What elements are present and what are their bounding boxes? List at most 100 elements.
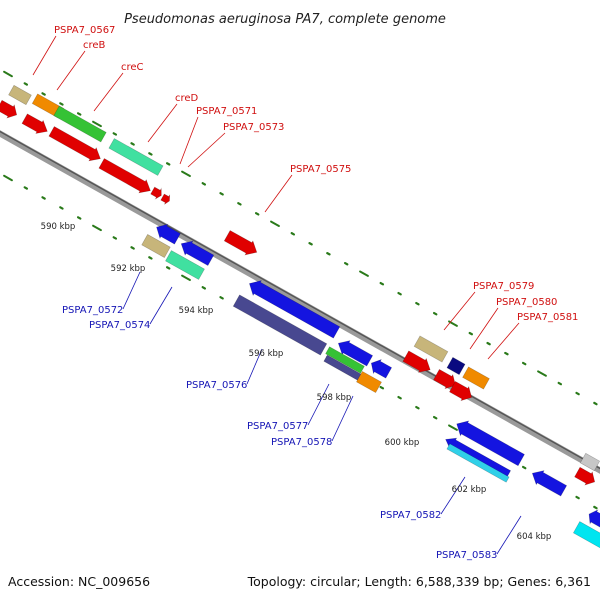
gene-label-forward: PSPA7_0579 [473,281,534,292]
tick-mark [537,370,547,377]
gene-layer [0,84,600,553]
tick-mark [397,291,402,296]
gene-bar-pspa7-0572 [141,233,171,259]
kbp-label: 594 kbp [179,306,214,316]
tick-mark [575,391,580,396]
tick-mark [76,112,82,116]
backbone-layer [0,130,600,474]
tick-mark [59,102,64,106]
tick-mark [343,261,349,266]
gene-arrow-rev-c [249,280,341,339]
gene-label-reverse: PSPA7_0574 [89,320,150,331]
label-leader [179,116,199,165]
gene-arrow-pspa7-0580 [433,368,456,390]
gene-arrow-rev-f [456,420,525,467]
tick-mark [254,212,260,216]
label-leader [440,476,466,515]
gene-label-forward: PSPA7_0571 [196,106,257,117]
backbone-line [0,130,600,474]
tick-mark [468,331,474,336]
gene-bar-pspa7-0578 [356,370,382,394]
tick-mark [148,152,153,156]
label-leader [122,271,141,310]
label-leader [443,291,476,331]
leader-layer [32,35,522,555]
map-title: Pseudomonas aeruginosa PA7, complete gen… [124,12,446,27]
tick-mark [432,415,438,420]
tick-mark [201,286,207,290]
gene-arrow-pspa7-0579 [402,350,431,373]
label-leader [487,322,520,360]
label-leader [149,286,173,325]
gene-label-forward: creB [83,40,106,51]
gene-arrow-rev-b [180,240,215,266]
gene-arrow-pspa7-0581 [449,380,472,402]
kbp-label: 590 kbp [41,222,76,232]
gene-label-reverse: PSPA7_0577 [247,421,308,432]
tick-mark [486,341,491,346]
kbp-label: 598 kbp [317,393,352,403]
tick-mark [112,236,118,240]
tick-mark [76,216,82,220]
kbp-label: 600 kbp [385,438,420,448]
tick-mark [308,242,313,246]
gene-bar-pspa7-0579 [413,335,449,363]
tick-mark [593,401,598,406]
tick-mark [165,162,171,166]
gene-arrow-cred [98,158,151,194]
gene-label-forward: PSPA7_0575 [290,164,351,175]
gene-arrow-edge-a [574,466,596,486]
tick-mark [165,266,171,270]
kbp-label: 592 kbp [111,264,146,274]
gene-label-forward: PSPA7_0580 [496,297,557,308]
backbone-edge [0,130,600,470]
gene-bar-pspa7-0582 [446,443,510,483]
gene-label-reverse: PSPA7_0582 [380,510,441,521]
label-leader [469,307,499,350]
tick-mark [237,202,242,206]
tick-mark [379,385,385,390]
gene-label-forward: PSPA7_0581 [517,312,578,323]
tick-mark [201,182,207,186]
label-leader [93,72,124,112]
label-layer: 590 kbp 592 kbp 594 kbp 596 kbp 598 kbp 600 k… [41,25,579,561]
tick-mark [504,351,509,356]
gene-arrow-pspa7-0567 [0,99,18,119]
label-leader [56,50,86,91]
tick-mark [521,465,527,470]
tick-mark [557,381,563,386]
tick-mark [92,224,102,232]
tick-mark [41,92,46,96]
gene-bar-crec [53,105,107,143]
tick-mark [270,220,280,227]
tick-mark [432,311,438,316]
gene-label-reverse: PSPA7_0583 [436,550,497,561]
gene-bar-pspa7-0580 [446,356,466,376]
gene-bar-pspa7-0576 [232,294,328,356]
tick-mark [379,281,385,286]
kbp-label: 604 kbp [517,532,552,542]
gene-label-forward: PSPA7_0567 [54,25,115,36]
gene-label-forward: PSPA7_0573 [223,122,284,133]
gene-arrow-rev-a [156,223,181,245]
tick-mark [219,296,224,300]
tick-mark [59,206,64,210]
accession-text: Accession: NC_009656 [8,574,150,589]
kbp-label: 596 kbp [249,349,284,359]
tick-mark [593,505,598,510]
tick-mark [3,174,13,182]
tick-mark [92,120,102,128]
gene-label-reverse: PSPA7_0572 [62,305,123,316]
gene-bar-pspa7-0567 [8,84,32,106]
label-leader [32,35,57,76]
label-leader [264,174,293,213]
gene-bar-pspa7-0574 [165,250,205,280]
gene-label-forward: creD [175,93,199,104]
tick-mark [181,170,191,178]
tick-mark [575,495,580,500]
gene-arrow-pspa7-0573 [160,193,171,205]
tick-mark [219,192,224,196]
tick-mark [23,82,29,86]
tick-mark [290,232,296,236]
